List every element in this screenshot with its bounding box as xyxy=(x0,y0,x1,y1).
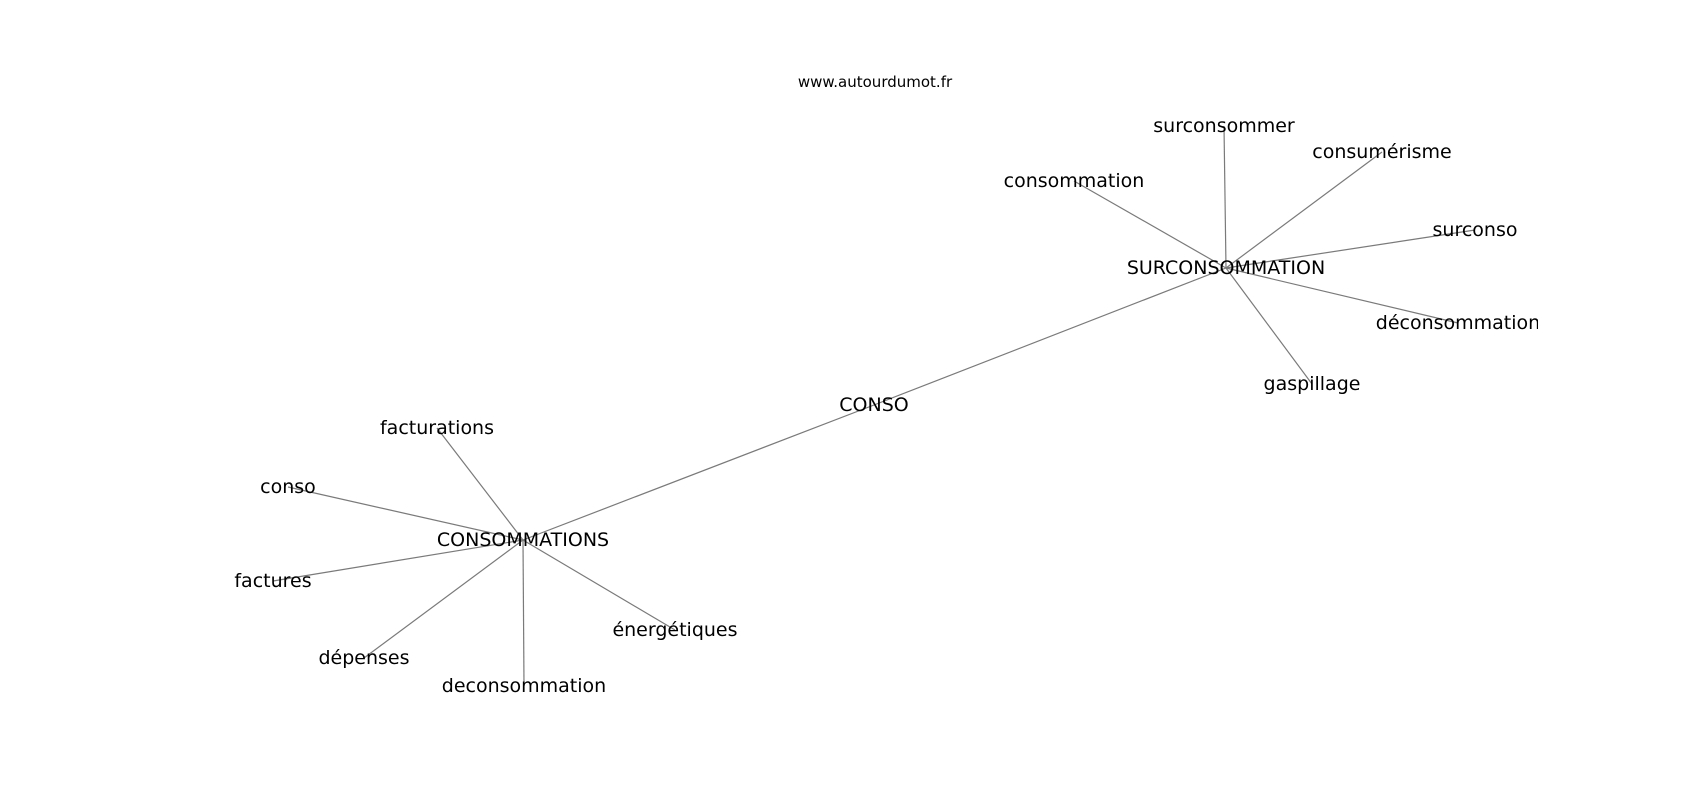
node-label-deconsommation: deconsommation xyxy=(442,675,606,697)
graph-edges xyxy=(272,125,1476,687)
edge-consommations-deconsommation xyxy=(522,539,525,687)
edge-conso_center-surconsommation xyxy=(873,267,1227,406)
edge-surconsommation-surconso xyxy=(1225,229,1476,269)
edge-surconsommation-gaspillage xyxy=(1225,267,1313,385)
node-label-consommation: consommation xyxy=(1004,170,1145,192)
node-label-consommations: CONSOMMATIONS xyxy=(437,529,609,551)
node-label-energetiques: énergétiques xyxy=(612,619,737,641)
node-label-depenses: dépenses xyxy=(318,647,409,669)
node-label-surconsommation: SURCONSOMMATION xyxy=(1127,257,1325,279)
edge-consommations-energetiques xyxy=(522,539,676,631)
edge-conso_center-consommations xyxy=(522,404,875,541)
node-label-facturations: facturations xyxy=(380,417,494,439)
edge-consommations-conso_small xyxy=(287,486,524,541)
node-label-surconsommer: surconsommer xyxy=(1153,115,1295,137)
edge-consommations-depenses xyxy=(363,539,524,659)
edge-surconsommation-deconsommation_accent xyxy=(1225,267,1459,324)
edge-consommations-facturations xyxy=(436,427,524,541)
edge-surconsommation-surconsommer xyxy=(1223,125,1227,269)
node-label-gaspillage: gaspillage xyxy=(1264,373,1361,395)
edge-surconsommation-consumerisme xyxy=(1225,151,1383,269)
node-label-conso_center: CONSO xyxy=(839,394,908,416)
node-label-surconso: surconso xyxy=(1433,219,1518,241)
node-label-deconsommation_accent: déconsommation xyxy=(1376,312,1540,334)
node-label-factures: factures xyxy=(234,570,311,592)
node-label-consumerisme: consumérisme xyxy=(1312,141,1451,163)
edge-surconsommation-consommation xyxy=(1073,180,1227,269)
graph-nodes: CONSO SURCONSOMMATION CONSOMMATIONS surcons… xyxy=(234,115,1540,697)
watermark: www.autourdumot.fr xyxy=(798,73,953,91)
edge-consommations-factures xyxy=(272,539,524,582)
node-label-conso_small: conso xyxy=(260,476,316,498)
